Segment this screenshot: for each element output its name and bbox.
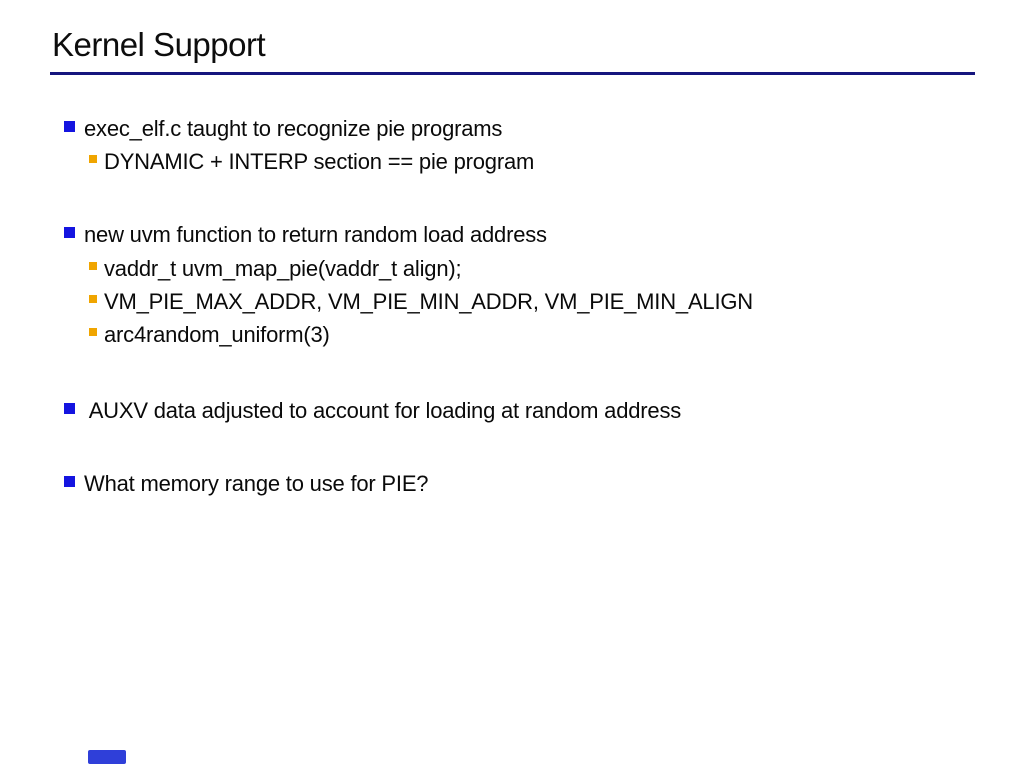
bullet-text: VM_PIE_MAX_ADDR, VM_PIE_MIN_ADDR, VM_PIE… bbox=[104, 289, 753, 314]
bullet-text: vaddr_t uvm_map_pie(vaddr_t align); bbox=[104, 256, 462, 281]
sub-bullet-item: DYNAMIC + INTERP section == pie program bbox=[0, 145, 1024, 179]
sub-bullet-item: VM_PIE_MAX_ADDR, VM_PIE_MIN_ADDR, VM_PIE… bbox=[0, 285, 1024, 319]
sub-bullet-item: vaddr_t uvm_map_pie(vaddr_t align); bbox=[0, 252, 1024, 286]
bullet-square-icon bbox=[64, 475, 75, 487]
sub-bullet-square-icon bbox=[89, 295, 97, 303]
bullet-text: exec_elf.c taught to recognize pie progr… bbox=[84, 116, 503, 141]
bullet-text: What memory range to use for PIE? bbox=[84, 471, 429, 496]
sub-bullet-square-icon bbox=[89, 155, 97, 163]
sub-bullet-square-icon bbox=[89, 262, 97, 270]
bullet-text: DYNAMIC + INTERP section == pie program bbox=[104, 149, 535, 174]
bullet-text: new uvm function to return random load a… bbox=[84, 222, 547, 247]
slide-footer-marker bbox=[88, 750, 126, 764]
title-underline bbox=[50, 72, 975, 75]
sub-bullet-square-icon bbox=[89, 328, 97, 336]
bullet-square-icon bbox=[64, 226, 75, 238]
bullet-square-icon bbox=[64, 402, 75, 414]
bullet-square-icon bbox=[64, 120, 75, 132]
bullet-text: arc4random_uniform(3) bbox=[104, 322, 330, 347]
bullet-item: new uvm function to return random load a… bbox=[0, 218, 1024, 252]
sub-bullet-item: arc4random_uniform(3) bbox=[0, 318, 1024, 352]
bullet-item: What memory range to use for PIE? bbox=[0, 467, 1024, 501]
slide-title: Kernel Support bbox=[52, 26, 266, 63]
bullet-text: AUXV data adjusted to account for loadin… bbox=[84, 398, 682, 423]
bullet-item: exec_elf.c taught to recognize pie progr… bbox=[0, 112, 1024, 146]
bullet-item: AUXV data adjusted to account for loadin… bbox=[0, 394, 1024, 428]
